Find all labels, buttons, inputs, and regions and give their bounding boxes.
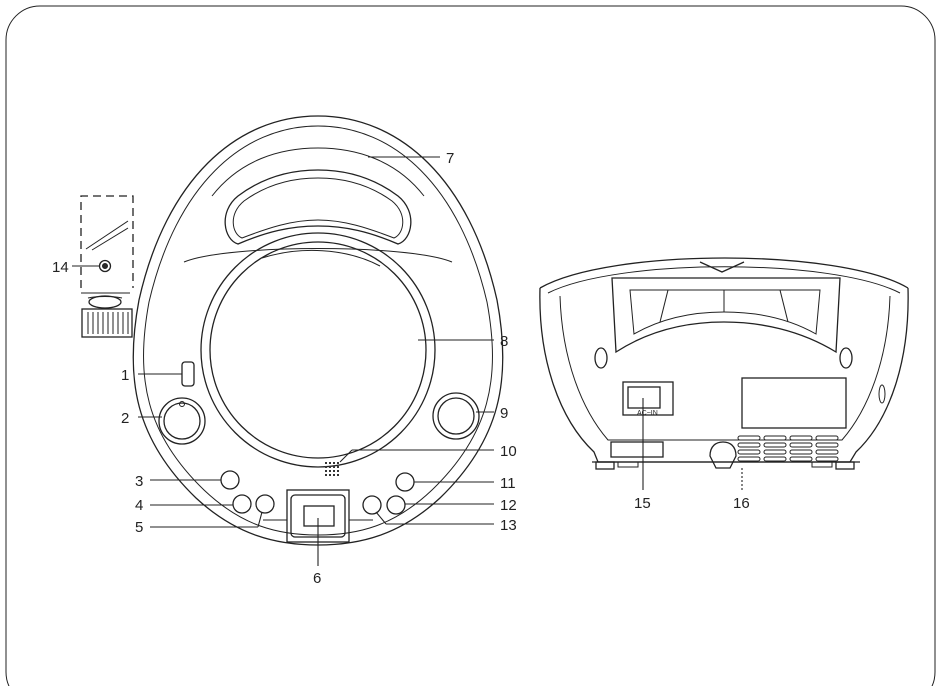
page-frame (5, 5, 936, 691)
foot-left-2 (617, 461, 639, 468)
inset-ridges (87, 312, 129, 334)
button-4[interactable] (232, 494, 252, 514)
headphone-jack[interactable] (102, 263, 108, 269)
tuning-knob-outer[interactable] (432, 392, 480, 440)
volume-knob-outer[interactable] (158, 397, 206, 445)
inset-oval-top (87, 296, 123, 299)
button-13[interactable] (362, 495, 382, 515)
ac-in-socket[interactable] (627, 386, 661, 409)
side-slot-right (878, 384, 886, 404)
volume-knob[interactable] (163, 402, 201, 440)
button-12[interactable] (386, 495, 406, 515)
front-body-inner-outline (143, 125, 493, 536)
cd-lid-highlight (261, 249, 381, 267)
callout-16: 16 (733, 495, 750, 512)
rear-handle-recess-inner (629, 289, 821, 335)
foot-right (835, 461, 855, 470)
callout-1: 1 (121, 367, 129, 384)
button-11[interactable] (395, 472, 415, 492)
button-3[interactable] (220, 470, 240, 490)
ac-in-label: AC~IN (637, 410, 658, 417)
callout-13: 13 (500, 517, 517, 534)
front-body-outline (132, 115, 504, 546)
headphone-jack-outer (98, 259, 112, 273)
inset-dashed-box (80, 195, 134, 288)
front-view (132, 115, 504, 546)
callout-10: 10 (500, 443, 517, 460)
back-top-tab (699, 261, 745, 273)
lcd-display (303, 505, 335, 527)
foot-right-2 (811, 461, 833, 468)
rating-label-plate (741, 377, 847, 429)
back-top-rim-inner (547, 266, 901, 294)
power-switch[interactable] (181, 361, 195, 387)
battery-door (610, 441, 664, 458)
side-bump-left (594, 347, 608, 369)
handle-top-band (211, 147, 425, 197)
inset-oval (88, 295, 122, 309)
callout-3: 3 (135, 473, 143, 490)
callout-12: 12 (500, 497, 517, 514)
recess-line-3 (779, 289, 789, 323)
vent-slots (737, 435, 839, 462)
inset-diagonal-2 (91, 227, 129, 251)
callout-5: 5 (135, 519, 143, 536)
speaker-grille-dots (325, 462, 339, 476)
callout-15: 15 (634, 495, 651, 512)
knob-indicator-dot (179, 401, 185, 407)
cd-lid-outer-ring (200, 232, 436, 468)
tuning-knob[interactable] (437, 397, 475, 435)
handle-separator (183, 248, 453, 263)
callout-2: 2 (121, 410, 129, 427)
rear-handle-recess (611, 277, 841, 354)
inset-diagonal (85, 220, 129, 250)
cd-lid (209, 241, 427, 459)
callout-8: 8 (500, 333, 508, 350)
callout-14: 14 (52, 259, 69, 276)
callout-9: 9 (500, 405, 508, 422)
handle-opening-inner (232, 177, 404, 239)
handle-opening (224, 169, 412, 245)
foot-left (595, 461, 615, 470)
back-view: AC~IN (539, 257, 909, 470)
jack-inset (80, 195, 134, 338)
back-body-outline (539, 287, 909, 463)
callout-6: 6 (313, 570, 321, 587)
callout-7: 7 (446, 150, 454, 167)
callout-4: 4 (135, 497, 143, 514)
ac-in-socket-housing (622, 381, 674, 416)
button-5[interactable] (255, 494, 275, 514)
center-hook (709, 441, 737, 469)
leader-lines (72, 156, 743, 566)
recess-line-1 (659, 289, 669, 323)
callout-11: 11 (500, 475, 516, 492)
inset-ridged-block (81, 308, 133, 338)
callout-labels: 1 2 3 4 5 6 7 8 9 10 11 12 13 14 15 16 (52, 150, 750, 587)
side-bump-right (839, 347, 853, 369)
back-top-rim (539, 257, 909, 289)
back-body-inner (559, 295, 891, 441)
